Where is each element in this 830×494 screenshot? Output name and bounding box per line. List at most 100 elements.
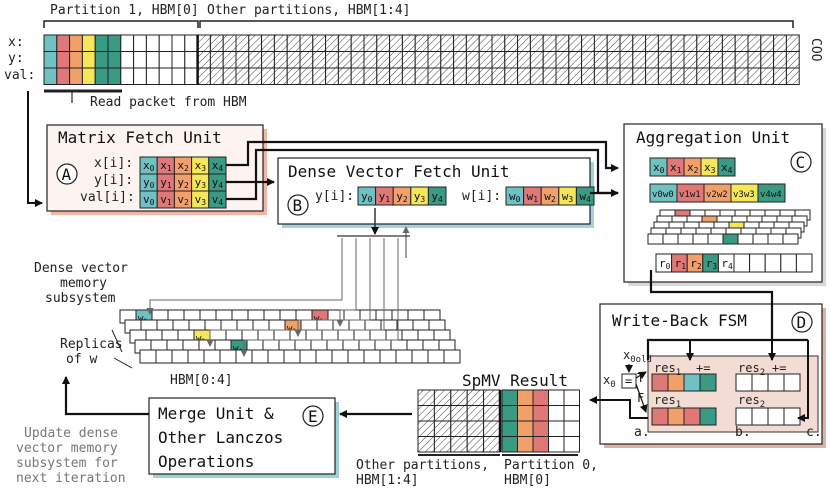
spmv-p0-cell xyxy=(548,405,565,422)
coo-cell xyxy=(747,51,762,69)
spmv-p0-cell xyxy=(563,389,580,406)
coo-cell xyxy=(632,51,647,69)
cell-label: y0 xyxy=(361,190,373,204)
spmv-p0-cell xyxy=(517,405,534,422)
res1-bottom-cell xyxy=(651,407,669,426)
coo-row-val-label: val: xyxy=(4,68,35,83)
memory-cell xyxy=(331,349,349,364)
coo-cell xyxy=(43,51,58,69)
cell-label: r2 xyxy=(690,257,702,271)
coo-cell xyxy=(581,67,595,85)
coo-cell xyxy=(683,51,698,69)
coo-cell xyxy=(197,51,211,69)
coo-cell xyxy=(504,34,519,52)
coo-cell xyxy=(734,34,749,52)
cell-label: y3 xyxy=(414,190,426,204)
coo-cell xyxy=(107,34,122,52)
spmv-p0-cell xyxy=(548,420,565,437)
coo-cell xyxy=(721,67,736,85)
coo-cell xyxy=(94,67,109,85)
coo-cell xyxy=(747,34,762,52)
coo-cell xyxy=(517,67,531,85)
spmv-title: SpMV Result xyxy=(462,371,568,390)
cell-label: r0 xyxy=(659,257,671,271)
svg-text:+=: += xyxy=(696,361,710,375)
coo-cell xyxy=(657,34,672,52)
coo-cell xyxy=(721,51,736,69)
cell-label: x1 xyxy=(670,161,682,175)
coo-cell xyxy=(760,51,775,69)
coo-cell xyxy=(504,51,519,69)
aggregation-title: Aggregation Unit xyxy=(636,128,790,147)
memory-cell xyxy=(363,349,381,364)
cell-label: x0 xyxy=(653,161,665,175)
coo-cell xyxy=(56,34,71,52)
memory-cell xyxy=(347,349,365,364)
coo-cell xyxy=(184,51,199,69)
coo-cell xyxy=(593,67,608,85)
coo-cell xyxy=(619,34,634,52)
coo-cell xyxy=(529,51,544,69)
coo-cell xyxy=(171,51,186,69)
spmv-other-label-2: HBM[1:4] xyxy=(356,473,419,488)
coo-cell xyxy=(760,34,775,52)
coo-cell xyxy=(389,67,403,85)
coo-cell xyxy=(184,67,199,85)
coo-cell xyxy=(69,67,83,85)
coo-cell xyxy=(785,51,800,69)
merge-line-1: Merge Unit & xyxy=(158,404,274,423)
coo-cell xyxy=(773,34,787,52)
coo-cell xyxy=(453,67,467,85)
write-back-fsm: Write-Back FSM D x0old x0 = T F res1 += … xyxy=(599,303,826,448)
coo-cell xyxy=(337,67,352,85)
cell-label: x2 xyxy=(687,161,699,175)
coo-cell xyxy=(209,34,224,52)
coo-cell xyxy=(171,34,186,52)
coo-cell xyxy=(389,34,403,52)
spmv-p0-cell xyxy=(501,389,518,406)
dvf-w-label: w[i]: xyxy=(462,189,501,204)
memory-cell xyxy=(203,349,221,364)
coo-cell xyxy=(145,67,160,85)
cell-label: y3 xyxy=(195,176,207,190)
spmv-p0-cell xyxy=(501,420,518,437)
coo-cell xyxy=(657,67,672,85)
coo-cell xyxy=(517,34,531,52)
memory-label-2: memory xyxy=(60,276,107,291)
svg-text:D: D xyxy=(797,313,807,332)
cell-label: y4 xyxy=(212,176,224,190)
res2-top-label: res2 xyxy=(738,361,765,378)
res1-top-label: res1 xyxy=(654,361,681,378)
svg-text:C: C xyxy=(796,153,806,172)
coo-cell xyxy=(376,34,391,52)
coo-cell xyxy=(709,51,723,69)
res2-cell xyxy=(735,373,753,392)
coo-cell xyxy=(222,34,237,52)
cell-label: w0 xyxy=(509,190,521,204)
coo-cell xyxy=(209,67,224,85)
coo-cell xyxy=(248,34,263,52)
coo-cell xyxy=(69,51,83,69)
coo-cell xyxy=(235,67,250,85)
matrix-fetch-unit: Matrix Fetch Unit A x[i]: y[i]: val[i]: … xyxy=(46,124,267,215)
cell-label: v0w0 xyxy=(652,190,674,200)
coo-cell xyxy=(43,67,58,85)
agg-x-cell xyxy=(717,157,736,177)
spmv-other-cell xyxy=(483,405,501,422)
coo-cell xyxy=(747,67,762,85)
cell-label: y2 xyxy=(177,176,189,190)
coo-cell xyxy=(606,67,621,85)
coo-cell xyxy=(440,34,455,52)
dvf-w-cell xyxy=(575,186,595,206)
coo-cell xyxy=(401,67,416,85)
agg-r-cell xyxy=(764,253,782,273)
svg-text:E: E xyxy=(308,407,318,426)
spmv-other-cell xyxy=(466,389,485,406)
other-partitions-bracket xyxy=(199,20,794,28)
badge-b xyxy=(287,194,309,216)
coo-cell xyxy=(363,51,378,69)
coo-cell xyxy=(491,34,506,52)
update-line-1: Update dense xyxy=(24,426,118,441)
coo-cell xyxy=(312,67,327,85)
